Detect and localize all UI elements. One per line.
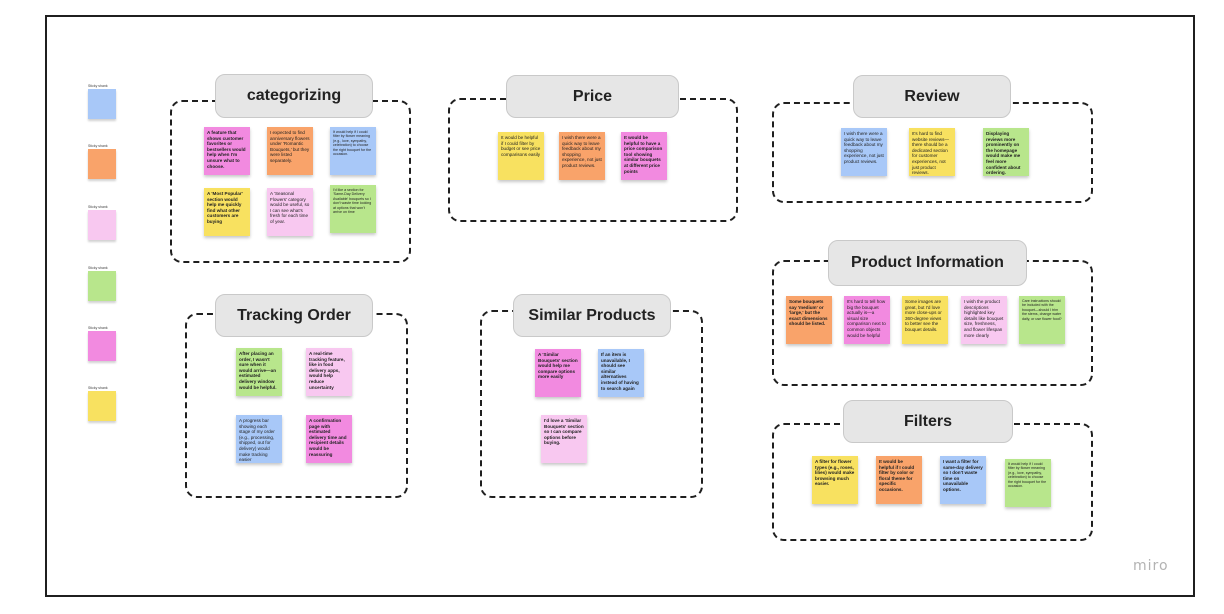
palette-label: Sticky shank bbox=[88, 205, 108, 209]
sticky-note[interactable]: It would help if I could filter by flowe… bbox=[1005, 459, 1051, 507]
sticky-note[interactable]: After placing an order, I wasn't sure wh… bbox=[236, 348, 282, 396]
sticky-note[interactable]: It would be helpful to have a price comp… bbox=[621, 132, 667, 180]
palette-sticky-light-pink[interactable]: Sticky shank bbox=[88, 205, 118, 243]
palette-sticky-blue[interactable]: Sticky shank bbox=[88, 84, 118, 122]
sticky-note[interactable]: It would help if I could filter by flowe… bbox=[330, 127, 376, 175]
group-title-tracking-order[interactable]: Tracking Order bbox=[215, 294, 373, 337]
group-title-review[interactable]: Review bbox=[853, 75, 1011, 118]
sticky-note[interactable]: A 'Similar Bouquets' section would help … bbox=[535, 349, 581, 397]
sticky-note[interactable]: A confirmation page with estimated deliv… bbox=[306, 415, 352, 463]
sticky-note[interactable]: I wish there were a quick way to leave f… bbox=[559, 132, 605, 180]
palette-sticky-green[interactable]: Sticky shank bbox=[88, 266, 118, 304]
palette-sticky-yellow[interactable]: Sticky shank bbox=[88, 386, 118, 424]
sticky-note[interactable]: I want a filter for same-day delivery so… bbox=[940, 456, 986, 504]
palette-swatch bbox=[88, 210, 116, 240]
group-categorizing[interactable] bbox=[170, 100, 411, 263]
sticky-note[interactable]: A 'Seasonal Flowers' category would be u… bbox=[267, 188, 313, 236]
sticky-note[interactable]: Some bouquets say 'medium' or 'large,' b… bbox=[786, 296, 832, 344]
group-title-filters[interactable]: Filters bbox=[843, 400, 1013, 443]
sticky-note[interactable]: It would be helpful if I could filter by… bbox=[876, 456, 922, 504]
sticky-note[interactable]: It's hard to find website reviews—there … bbox=[909, 128, 955, 176]
palette-swatch bbox=[88, 391, 116, 421]
sticky-note[interactable]: I'd love a 'Similar Bouquets' section so… bbox=[541, 415, 587, 463]
sticky-note[interactable]: Care instructions should be included wit… bbox=[1019, 296, 1065, 344]
group-title-categorizing[interactable]: categorizing bbox=[215, 74, 373, 118]
group-title-price[interactable]: Price bbox=[506, 75, 679, 118]
sticky-note[interactable]: A filter for flower types (e.g., roses, … bbox=[812, 456, 858, 504]
palette-swatch bbox=[88, 149, 116, 179]
sticky-note[interactable]: I expected to find anniversary flowers u… bbox=[267, 127, 313, 175]
palette-swatch bbox=[88, 331, 116, 361]
palette-label: Sticky shank bbox=[88, 326, 108, 330]
group-tracking-order[interactable] bbox=[185, 313, 408, 498]
palette-sticky-pink[interactable]: Sticky shank bbox=[88, 326, 118, 364]
sticky-note[interactable]: A 'Most Popular' section would help me q… bbox=[204, 188, 250, 236]
group-similar-products[interactable] bbox=[480, 310, 703, 498]
palette-swatch bbox=[88, 271, 116, 301]
sticky-note[interactable]: It's hard to tell how big the bouquet ac… bbox=[844, 296, 890, 344]
sticky-note[interactable]: I'd like a section for 'Same-Day Deliver… bbox=[330, 185, 376, 233]
sticky-note[interactable]: If an item is unavailable, I should see … bbox=[598, 349, 644, 397]
palette-label: Sticky shank bbox=[88, 266, 108, 270]
palette-label: Sticky shank bbox=[88, 84, 108, 88]
sticky-note[interactable]: Displaying reviews more prominently on t… bbox=[983, 128, 1029, 176]
palette-sticky-orange[interactable]: Sticky shank bbox=[88, 144, 118, 182]
palette-swatch bbox=[88, 89, 116, 119]
sticky-note[interactable]: A feature that shows customer favorites … bbox=[204, 127, 250, 175]
sticky-note[interactable]: A progress bar showing each stage of my … bbox=[236, 415, 282, 463]
group-title-product-information[interactable]: Product Information bbox=[828, 240, 1027, 286]
sticky-note[interactable]: I wish the product descriptions highligh… bbox=[961, 296, 1007, 344]
sticky-note[interactable]: It would be helpful if I could filter by… bbox=[498, 132, 544, 180]
sticky-note[interactable]: A real-time tracking feature, like in fo… bbox=[306, 348, 352, 396]
group-title-similar-products[interactable]: Similar Products bbox=[513, 294, 671, 337]
sticky-note[interactable]: Some images are great, but I'd love more… bbox=[902, 296, 948, 344]
sticky-note[interactable]: I wish there were a quick way to leave f… bbox=[841, 128, 887, 176]
palette-label: Sticky shank bbox=[88, 144, 108, 148]
miro-logo: miro bbox=[1133, 558, 1169, 574]
palette-label: Sticky shank bbox=[88, 386, 108, 390]
